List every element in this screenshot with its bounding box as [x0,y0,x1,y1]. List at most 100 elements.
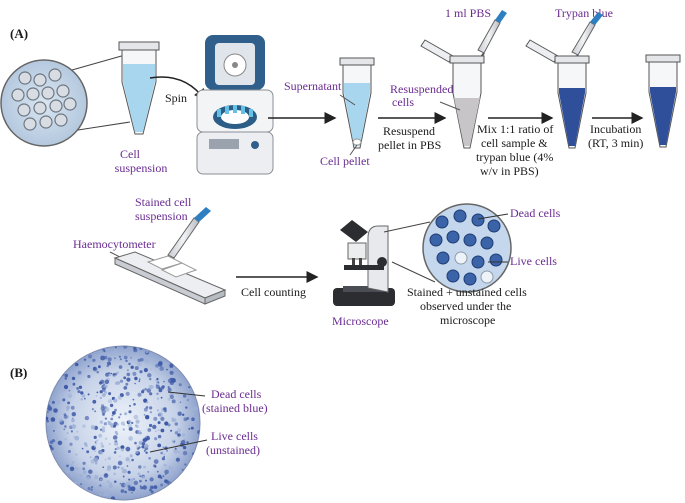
micrograph-speck [103,350,106,353]
micrograph-speck [118,365,123,369]
micrograph-speck [125,382,129,386]
micrograph-speck [84,397,86,400]
micrograph-speck [133,403,136,406]
micrograph-speck [71,461,75,464]
micrograph-speck [182,450,188,456]
micrograph-speck [191,417,195,422]
micrograph-speck [157,434,162,439]
micrograph-speck [150,490,154,494]
micrograph-speck [137,392,142,397]
micrograph-speck [130,478,134,482]
micrograph-speck [82,461,86,465]
micrograph-speck [115,432,119,436]
mix-label-4: w/v in PBS) [480,164,539,178]
micrograph-speck [115,346,117,349]
micrograph-speck [123,346,128,349]
micrograph-speck [167,423,171,427]
micrograph-speck [106,480,110,484]
micrograph-speck [144,368,148,373]
micrograph-speck [71,412,77,417]
micrograph-speck [64,373,69,378]
micrograph-speck [157,421,161,425]
micrograph-speck [160,483,164,487]
micrograph-speck [169,370,174,375]
micrograph-speck [125,359,128,363]
micrograph-speck [100,442,103,445]
micrograph-speck [65,461,68,463]
micrograph-speck [163,380,165,383]
micrograph-speck [103,422,107,426]
micrograph-speck [82,467,86,471]
micrograph-speck [138,465,142,469]
micrograph-speck [112,435,118,440]
micrograph-speck [133,414,139,420]
micrograph-speck [164,469,169,475]
micrograph-speck [93,445,96,448]
micrograph-speck [173,440,176,443]
micrograph-speck [145,415,150,420]
micrograph-speck [117,466,120,469]
micrograph-speck [120,489,125,493]
cell-suspension-label-2: suspension [115,161,168,175]
micrograph-speck [102,393,106,397]
micrograph-speck [177,433,181,437]
micrograph-speck [102,413,105,416]
b-live-cells-label-2: (unstained) [206,443,260,457]
micrograph-speck [185,406,188,409]
micrograph-speck [114,372,118,376]
micrograph-speck [139,370,143,374]
mix-label-1: Mix 1:1 ratio of [477,122,553,136]
micrograph-speck [98,484,103,489]
resuspended-cells-label-1: Resuspended [390,82,453,96]
micrograph-speck [74,466,77,469]
resuspended-cells-label-2: cells [392,95,414,109]
micrograph-speck [188,386,191,389]
micrograph-speck [104,492,108,497]
micrograph-speck [46,411,49,413]
micrograph-speck [64,438,67,441]
micrograph-speck [164,421,169,426]
micrograph-speck [127,419,132,424]
micrograph-speck [88,354,93,359]
micrograph-speck [94,449,97,453]
micrograph-speck [99,420,104,424]
micrograph-speck [134,366,139,371]
micrograph-speck [129,461,131,463]
micrograph-speck [107,492,110,495]
micrograph-speck [156,397,159,400]
micrograph-speck [150,368,152,371]
micrograph-speck [114,448,117,451]
micrograph-speck [130,357,132,359]
incubation-label-1: Incubation [590,122,641,136]
micrograph-speck [50,417,56,422]
micrograph-speck [104,379,110,385]
micrograph-speck [102,466,104,469]
micrograph-speck [92,358,96,362]
micrograph-speck [61,456,65,461]
micrograph-speck [98,433,102,438]
micrograph-speck [143,398,148,403]
tube-icon [339,57,375,149]
supernatant-label: Supernatant [284,79,342,93]
micrograph-speck [112,411,116,415]
micrograph-speck [86,450,90,454]
micrograph-speck [116,423,120,426]
micrograph-speck [190,426,194,430]
micrograph-speck [110,417,114,421]
micrograph-speck [83,485,89,490]
micrograph-speck [139,485,142,488]
pipette-icon [477,10,507,61]
micrograph-speck [182,413,185,416]
resuspend-label-2: pellet in PBS [378,138,441,152]
micrograph-speck [62,398,66,402]
micrograph-speck [110,372,113,375]
micrograph-speck [131,421,134,425]
micrograph-speck [144,435,148,439]
micrograph-speck [47,406,53,411]
micrograph-speck [94,410,96,413]
micrograph-speck [90,488,93,491]
micrograph-speck [166,450,169,452]
micrograph-speck [116,446,120,450]
micrograph-speck [100,355,105,361]
micrograph-speck [53,408,58,413]
